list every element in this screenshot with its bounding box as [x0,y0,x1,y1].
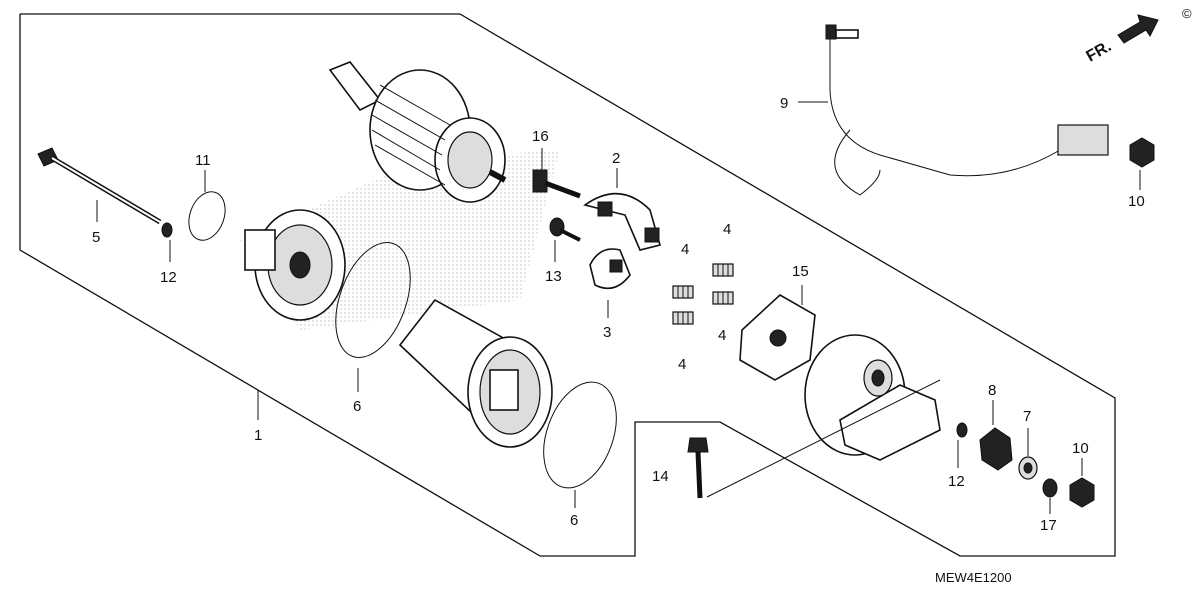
brush-holder [583,192,661,251]
starter-cable [825,24,1109,196]
callout-10-a: 10 [1128,193,1145,210]
diagram-code: MEW4E1200 [935,570,1012,585]
callout-7: 7 [1023,408,1031,425]
holder-screw [549,217,581,242]
callout-11: 11 [195,152,211,169]
callout-8: 8 [988,382,996,399]
callout-15: 15 [792,263,809,280]
direction-arrow: FR. [1084,14,1159,66]
callout-4-d: 4 [678,356,686,373]
washer-left [161,222,173,238]
callout-16: 16 [532,128,549,145]
nut-lower [1069,477,1095,508]
callout-6-a: 6 [353,398,361,415]
washer-right [956,422,968,438]
callout-12-b: 12 [948,473,965,490]
o-ring-small [188,191,226,241]
callout-5: 5 [92,229,100,246]
yoke [398,298,553,448]
callout-4-b: 4 [723,221,731,238]
callout-1: 1 [254,427,262,444]
callout-4-a: 4 [681,241,689,258]
armature [328,61,507,203]
callout-2: 2 [612,150,620,167]
callout-17: 17 [1040,517,1057,534]
callout-12-a: 12 [160,269,177,286]
nut-upper [1129,137,1155,168]
direction-label: FR. [1084,38,1115,66]
through-bolt [37,147,162,225]
callout-6-b: 6 [570,512,578,529]
mounting-bolt [687,437,709,499]
front-cover [804,334,941,461]
callout-13: 13 [545,268,562,285]
callout-14: 14 [652,468,669,485]
springs [672,263,734,325]
insulator [979,427,1013,471]
callout-10-b: 10 [1072,440,1089,457]
callout-4-c: 4 [718,327,726,344]
assembly-outline [19,13,1116,557]
o-ring-lower [543,381,617,489]
flat-washer [1018,456,1038,480]
holder-plate [739,294,816,381]
spring-washer [1042,478,1058,498]
callout-9: 9 [780,95,788,112]
brush [589,248,631,290]
o-ring-upper [335,241,411,359]
callout-3: 3 [603,324,611,341]
terminal-bolt [532,169,581,199]
copyright-mark: © [1182,6,1192,21]
callouts: 1 2 3 4 4 4 4 5 6 6 7 8 9 10 10 11 12 12… [92,95,1145,534]
leader-lines [96,101,1141,514]
rear-cover [244,209,346,321]
